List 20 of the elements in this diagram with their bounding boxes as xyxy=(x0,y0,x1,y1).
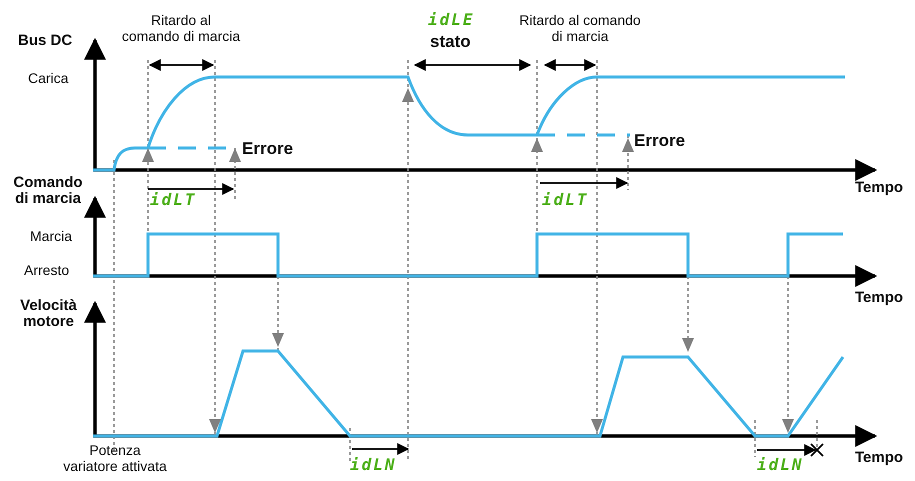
parameter-code: idLN xyxy=(350,457,397,473)
axis-label: Tempo xyxy=(855,290,904,306)
parameter-code: idLT xyxy=(150,192,197,208)
axis-label: Bus DC xyxy=(18,33,72,49)
axis-label: Velocità motore xyxy=(19,298,78,330)
error-label: Errore xyxy=(242,141,294,157)
annotation-text: Ritardo al comando di marcia xyxy=(120,12,242,44)
level-label: Marcia xyxy=(30,228,72,244)
error-label: Errore xyxy=(634,133,686,149)
axis-label: Comando di marcia xyxy=(12,175,84,207)
axis-label: Tempo xyxy=(855,450,904,466)
axis-label: Tempo xyxy=(855,180,904,196)
parameter-code: idLN xyxy=(757,457,804,473)
state-label: stato xyxy=(430,34,471,50)
parameter-code: idLT xyxy=(542,192,589,208)
annotation-text: Ritardo al comando di marcia xyxy=(518,12,642,44)
parameter-code: idLE xyxy=(428,12,475,28)
level-label: Arresto xyxy=(24,262,70,278)
annotation-text: Potenza variatore attivata xyxy=(62,442,168,474)
level-label: Carica xyxy=(28,70,68,86)
